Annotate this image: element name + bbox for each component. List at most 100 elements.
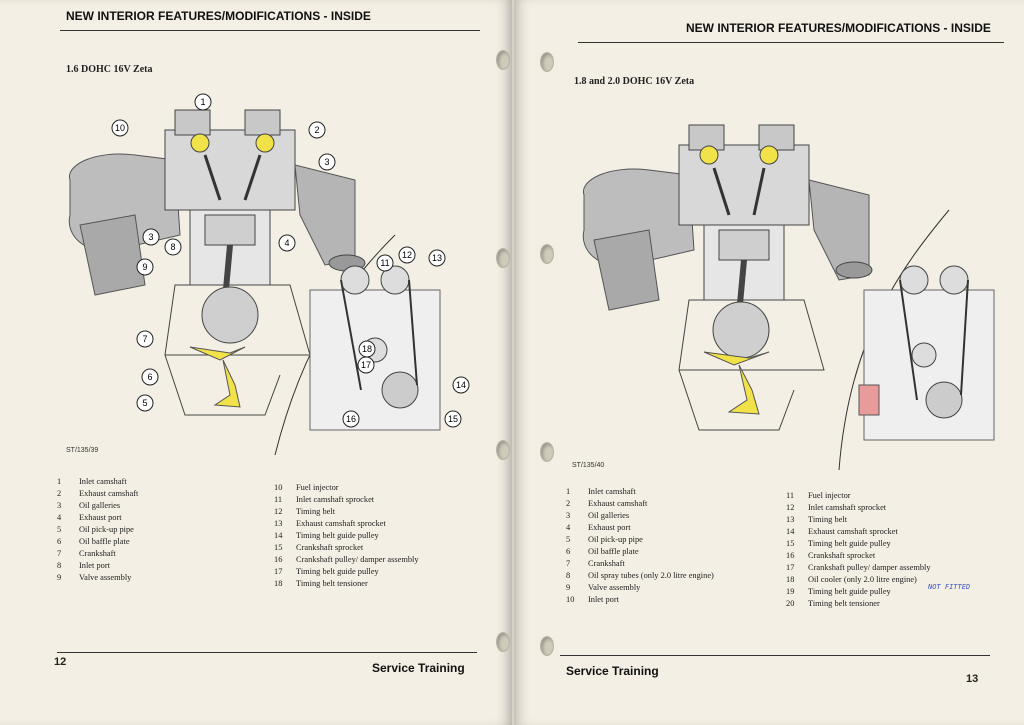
svg-text:5: 5 (142, 398, 147, 408)
svg-text:10: 10 (115, 123, 125, 133)
page-number: 12 (54, 656, 67, 668)
svg-text:18: 18 (362, 344, 372, 354)
callout-5: 5 (136, 394, 154, 412)
svg-text:3: 3 (324, 157, 329, 167)
callout-18: 18 (358, 340, 376, 358)
left-page: NEW INTERIOR FEATURES/MODIFICATIONS - IN… (0, 0, 512, 725)
header-rule (60, 30, 480, 31)
callout-10: 10 (111, 119, 129, 137)
binder-hole (540, 244, 554, 264)
svg-text:15: 15 (448, 414, 458, 424)
engine-diagram-1-6 (68, 109, 441, 455)
binder-hole (496, 248, 510, 268)
footer-label: Service Training (566, 664, 659, 678)
svg-text:14: 14 (456, 380, 466, 390)
handwritten-note: NOT FITTED (928, 583, 971, 591)
callout-4: 4 (278, 234, 296, 252)
callout-7: 7 (136, 330, 154, 348)
svg-text:3: 3 (148, 232, 153, 242)
right-page: NEW INTERIOR FEATURES/MODIFICATIONS - IN… (514, 0, 1024, 725)
svg-text:1: 1 (200, 97, 205, 107)
svg-text:16: 16 (346, 414, 356, 424)
svg-text:13: 13 (432, 253, 442, 263)
binder-hole (540, 636, 554, 656)
page-header: NEW INTERIOR FEATURES/MODIFICATIONS - IN… (66, 9, 371, 23)
callout-12: 12 (398, 246, 416, 264)
svg-text:6: 6 (147, 372, 152, 382)
callout-3b: 3 (142, 228, 160, 246)
callout-2: 2 (308, 121, 326, 139)
page-header: NEW INTERIOR FEATURES/MODIFICATIONS - IN… (686, 21, 991, 35)
binder-hole (496, 632, 510, 652)
callout-6: 6 (141, 368, 159, 386)
callout-17: 17 (357, 356, 375, 374)
diagram-callouts: 1 2 3 3 4 5 6 7 8 9 10 11 12 13 14 15 16… (111, 93, 470, 428)
svg-text:8: 8 (170, 242, 175, 252)
callout-8: 8 (164, 238, 182, 256)
footer-rule (57, 652, 477, 653)
figure-reference: ST/135/40 (572, 462, 605, 469)
binder-hole (496, 440, 510, 460)
binder-hole (496, 50, 510, 70)
callout-13: 13 (428, 249, 446, 267)
engine-diagram-1-8-2-0 (582, 124, 995, 470)
callout-15: 15 (444, 410, 462, 428)
binder-hole (540, 442, 554, 462)
callout-11: 11 (376, 254, 394, 272)
svg-text:9: 9 (142, 262, 147, 272)
footer-label: Service Training (372, 661, 465, 675)
svg-text:12: 12 (402, 250, 412, 260)
callout-16: 16 (342, 410, 360, 428)
callout-9: 9 (136, 258, 154, 276)
figure-subtitle: 1.8 and 2.0 DOHC 16V Zeta (574, 76, 695, 87)
svg-text:4: 4 (284, 238, 289, 248)
footer-rule (560, 655, 990, 656)
callout-1: 1 (194, 93, 212, 111)
svg-text:11: 11 (380, 258, 389, 268)
figure-subtitle: 1.6 DOHC 16V Zeta (66, 64, 153, 75)
svg-text:2: 2 (314, 125, 319, 135)
figure-reference: ST/135/39 (66, 447, 99, 454)
svg-text:7: 7 (142, 334, 147, 344)
page-number: 13 (966, 673, 979, 685)
callout-3: 3 (318, 153, 336, 171)
